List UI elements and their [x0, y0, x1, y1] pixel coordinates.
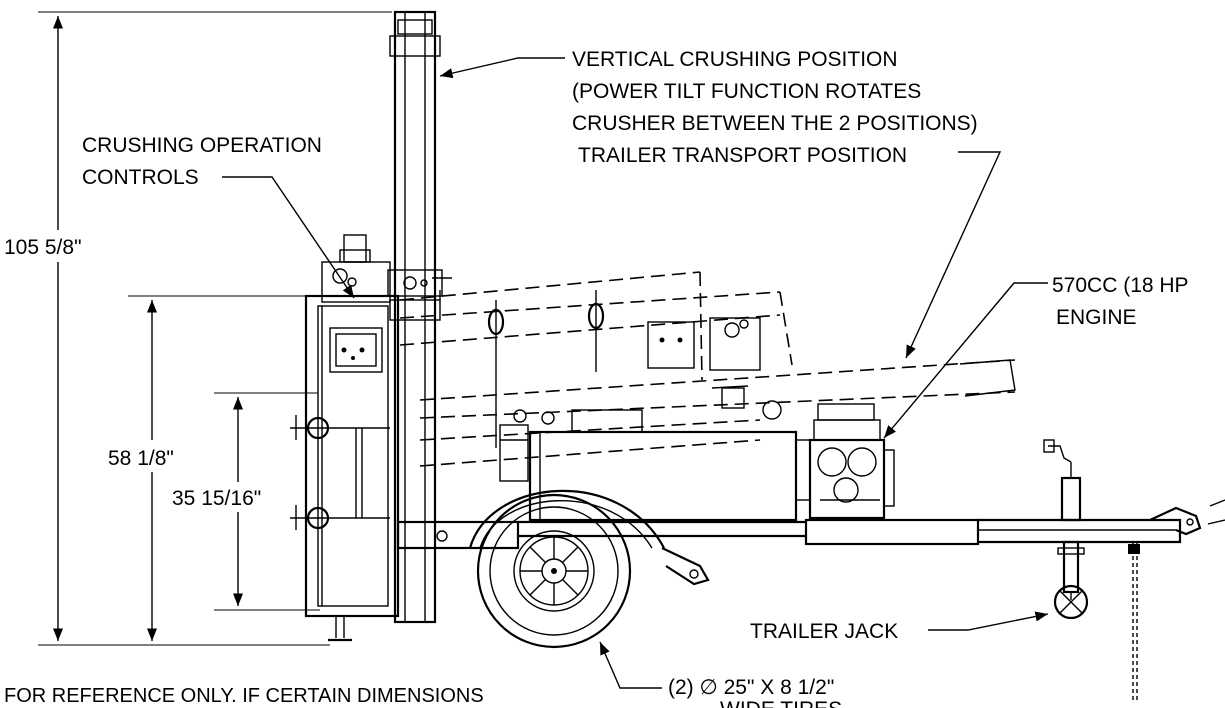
vertical-position-label-line2: (POWER TILT FUNCTION ROTATES — [572, 80, 921, 103]
controls-label-line1: CRUSHING OPERATION — [82, 134, 322, 157]
crusher-transport-position — [399, 271, 1016, 467]
engine-label-line2: ENGINE — [1056, 306, 1137, 329]
reference-note: FOR REFERENCE ONLY. IF CERTAIN DIMENSION… — [4, 685, 484, 707]
hopper-cabinet — [290, 234, 400, 642]
trailer-jack-label: TRAILER JACK — [750, 620, 898, 643]
callout-leaders — [222, 57, 1049, 689]
tires-label-line1: (2) ∅ 25" X 8 1/2" — [668, 676, 834, 699]
dimension-low-height: 35 15/16" — [172, 392, 320, 611]
engine-label-line1: 570CC (18 HP — [1052, 274, 1189, 297]
vertical-position-label-line3: CRUSHER BETWEEN THE 2 POSITIONS) — [572, 112, 978, 135]
overall-height-label: 105 5/8" — [4, 236, 82, 259]
dimension-overall-height: 105 5/8" — [4, 11, 392, 646]
low-height-label: 35 15/16" — [172, 487, 261, 510]
dimension-mid-height: 58 1/8" — [108, 295, 320, 641]
tires-label-line2: WIDE TIRES — [720, 698, 842, 708]
mid-height-label: 58 1/8" — [108, 447, 174, 470]
vertical-position-label-line1: VERTICAL CRUSHING POSITION — [572, 48, 898, 71]
hydraulic-tank — [499, 409, 798, 522]
trailer-jack — [1043, 439, 1140, 700]
wheel-and-tire — [468, 489, 665, 649]
controls-label-line2: CONTROLS — [82, 166, 199, 189]
engine — [795, 403, 895, 520]
transport-position-label: TRAILER TRANSPORT POSITION — [578, 144, 907, 167]
